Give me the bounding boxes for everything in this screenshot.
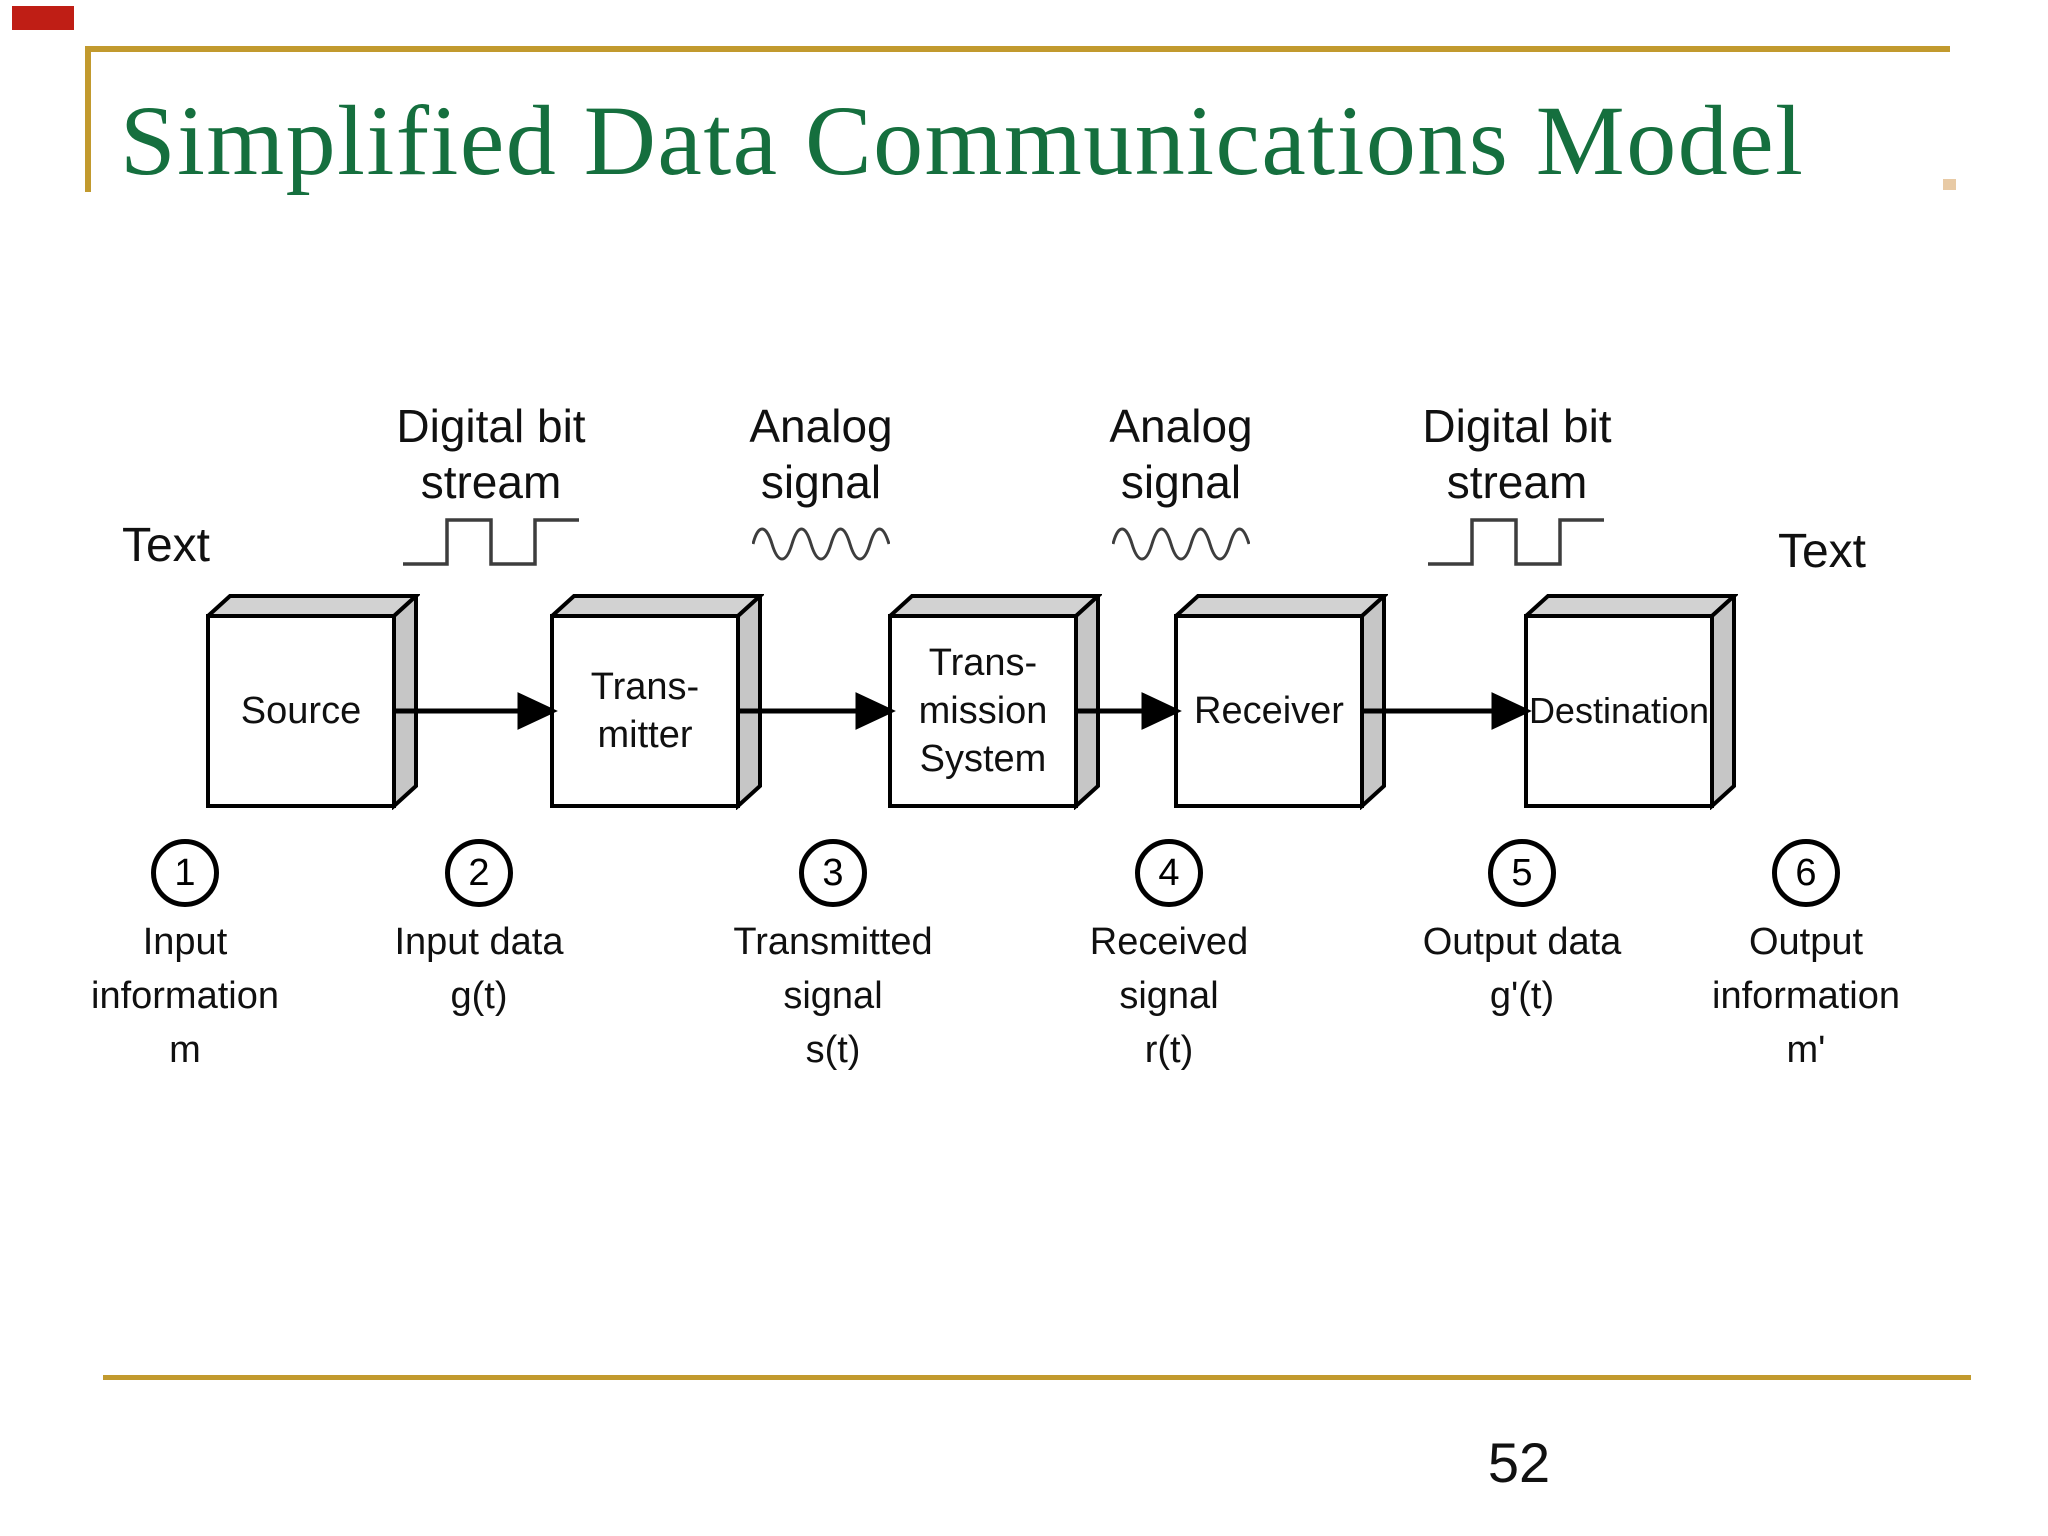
square-wave-icon — [1428, 518, 1604, 566]
box-label-transmission-system: Trans- mission System — [918, 642, 1048, 780]
text-label-left: Text — [121, 519, 211, 572]
top-gold-rule — [85, 46, 1950, 52]
bottom-gold-rule — [103, 1375, 1971, 1380]
stage-1: 1 Input information m — [35, 839, 335, 1077]
box-3d-destination — [1524, 594, 1738, 810]
stage-5-circle: 5 — [1488, 839, 1556, 907]
stage-5-number: 5 — [1511, 852, 1533, 894]
box-3d-source — [206, 594, 420, 810]
box-label-source: Source — [240, 690, 362, 732]
signal-label-analog-1: Analog signal — [749, 400, 893, 508]
stage-4-circle: 4 — [1135, 839, 1203, 907]
signal-label-analog-2: Analog signal — [1109, 400, 1253, 508]
page-number: 52 — [1487, 1431, 1551, 1494]
stage-3: 3 Transmitted signal s(t) — [683, 839, 983, 1077]
stage-4-number: 4 — [1158, 852, 1180, 894]
stage-6-number: 6 — [1795, 852, 1817, 894]
sine-wave-icon — [1112, 527, 1250, 561]
stage-1-number: 1 — [174, 852, 196, 894]
box-label-destination: Destination — [1528, 690, 1710, 731]
stage-4: 4 Received signal r(t) — [1019, 839, 1319, 1077]
stage-2-circle: 2 — [445, 839, 513, 907]
template-accent-red-square — [12, 6, 74, 30]
stage-6-circle: 6 — [1772, 839, 1840, 907]
stage-6: 6 Output information m' — [1656, 839, 1956, 1077]
text-label-right: Text — [1777, 525, 1867, 578]
stage-2: 2 Input data g(t) — [329, 839, 629, 1023]
stage-3-number: 3 — [822, 852, 844, 894]
stage-3-circle: 3 — [799, 839, 867, 907]
left-gold-rule — [85, 46, 91, 192]
slide-title: Simplified Data Communications Model — [120, 85, 1805, 196]
box-3d-transmitter — [550, 594, 764, 810]
stage-5: 5 Output data g'(t) — [1372, 839, 1672, 1023]
signal-label-digital-2: Digital bit stream — [1422, 400, 1612, 508]
signal-label-digital-1: Digital bit stream — [396, 400, 586, 508]
title-underline-end-tick — [1943, 179, 1956, 190]
sine-wave-icon — [752, 527, 890, 561]
stage-2-number: 2 — [468, 852, 490, 894]
square-wave-icon — [403, 518, 579, 566]
box-label-transmitter: Trans- mitter — [590, 666, 700, 756]
stage-1-circle: 1 — [151, 839, 219, 907]
box-label-receiver: Receiver — [1194, 690, 1344, 732]
box-3d-transmission-system — [888, 594, 1102, 810]
